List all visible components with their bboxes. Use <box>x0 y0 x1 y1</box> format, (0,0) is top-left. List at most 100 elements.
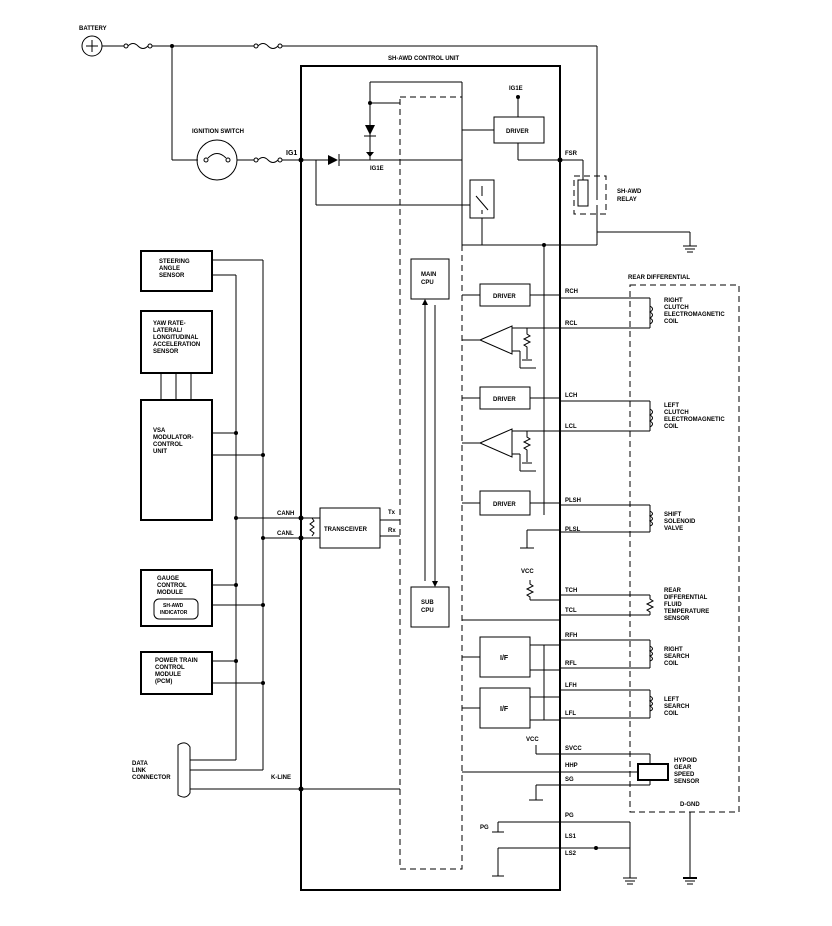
relay-label-line1: SH-AWD <box>617 189 642 195</box>
vsa-label3: CONTROL <box>153 442 183 448</box>
fsr-pin-label: FSR <box>565 151 578 157</box>
temp-sensor-label5: SENSOR <box>664 616 690 622</box>
pcm-label1: POWER TRAIN <box>155 658 198 664</box>
cpu-interlink-arrows <box>422 299 438 587</box>
pin-lfh: LFH <box>565 683 577 689</box>
pin-lfl: LFL <box>565 711 576 717</box>
rear-differential-boundary <box>629 284 740 813</box>
canl-label: CANL <box>277 531 294 537</box>
relay-label-line2: RELAY <box>617 197 637 203</box>
left-search-label3: COIL <box>664 711 679 717</box>
sub-cpu-label1: SUB <box>421 600 434 606</box>
pin-svcc: SVCC <box>565 746 582 752</box>
pin-rfh: RFH <box>565 633 577 639</box>
yaw-label4: ACCELERATION <box>153 342 200 348</box>
yaw-label1: YAW RATE- <box>153 321 186 327</box>
sub-cpu-label2: CPU <box>421 608 434 614</box>
driver-lch-label: DRIVER <box>493 397 516 403</box>
vsa-label2: MODULATOR- <box>153 435 193 441</box>
pcm-box <box>140 651 213 695</box>
dlc-label1: DATA <box>132 761 148 767</box>
if-left-label: I/F <box>500 706 509 713</box>
rear-differential-label: REAR DIFFERENTIAL <box>628 275 690 281</box>
left-clutch-label2: CLUTCH <box>664 410 689 416</box>
shift-valve-label2: SOLENOID <box>664 519 696 525</box>
left-clutch-label3: ELECTROMAGNETIC <box>664 417 725 423</box>
left-clutch-label4: COIL <box>664 424 679 430</box>
gauge-label1: GAUGE <box>157 576 179 582</box>
pin-hhp: HHP <box>565 763 578 769</box>
if-right-label: I/F <box>500 655 509 662</box>
yaw-to-vsa-wires <box>160 373 192 400</box>
pin-lch: LCH <box>565 393 577 399</box>
internal-relay-switch <box>469 179 495 245</box>
gauge-label2: CONTROL <box>157 583 187 589</box>
temp-sensor-label1: REAR <box>664 588 682 594</box>
dlc-label3: CONNECTOR <box>132 775 171 781</box>
right-search-label3: COIL <box>664 661 679 667</box>
ig1e-top-label: IG1E <box>509 86 523 92</box>
temp-sensor-label4: TEMPERATURE <box>664 609 709 615</box>
left-search-label2: SEARCH <box>664 704 689 710</box>
can-internal-wiring <box>298 515 400 792</box>
transceiver-box <box>319 507 381 549</box>
gauge-label3: MODULE <box>157 590 183 596</box>
vcc-tch-label: VCC <box>521 569 534 575</box>
yaw-label2: LATERAL/ <box>153 328 183 334</box>
pin-pg: PG <box>565 813 574 819</box>
shift-valve-label3: VALVE <box>664 526 683 532</box>
left-search-label1: LEFT <box>664 697 679 703</box>
pin-plsh: PLSH <box>565 498 581 504</box>
pin-rcl: RCL <box>565 321 578 327</box>
can-bus-wiring <box>190 259 301 790</box>
sh-awd-indicator-box <box>153 598 199 620</box>
pin-ls2: LS2 <box>565 851 577 857</box>
main-cpu-box <box>410 258 450 300</box>
pcm-label4: (PCM) <box>155 679 172 685</box>
vsa-label4: UNIT <box>153 449 167 455</box>
right-clutch-label4: COIL <box>664 319 679 325</box>
fsr-driver <box>493 95 563 163</box>
k-line-label: K-LINE <box>271 775 291 781</box>
vcc-svcc-label: VCC <box>526 737 539 743</box>
pin-rch: RCH <box>565 289 578 295</box>
sub-cpu-box <box>410 586 450 628</box>
canh-label: CANH <box>277 511 294 517</box>
temp-sensor-label3: FLUID <box>664 602 682 608</box>
tx-label: Tx <box>388 510 396 516</box>
vsa-label1: VSA <box>153 428 166 434</box>
temp-sensor-label2: DIFFERENTIAL <box>664 595 708 601</box>
right-clutch-label2: CLUTCH <box>664 305 689 311</box>
battery-symbol <box>81 35 103 57</box>
internal-power-wiring <box>298 81 494 245</box>
pin-tch: TCH <box>565 588 577 594</box>
speed-sensor-label3: SPEED <box>674 772 695 778</box>
right-side-circuits <box>462 243 560 877</box>
left-clutch-label1: LEFT <box>664 403 679 409</box>
pg-label: PG <box>480 825 489 831</box>
rx-label: Rx <box>388 528 396 534</box>
ignition-switch-label: IGNITION SWITCH <box>192 129 244 135</box>
steering-label2: ANGLE <box>159 266 180 272</box>
dlc-label2: LINK <box>132 768 147 774</box>
pin-lcl: LCL <box>565 424 577 430</box>
speed-sensor-label1: HYPOID <box>674 758 698 764</box>
steering-angle-sensor-box <box>140 250 213 292</box>
indicator-label1: SH-AWD <box>163 603 184 609</box>
pin-plsl: PLSL <box>565 527 581 533</box>
sh-awd-relay-symbol <box>462 159 697 253</box>
right-clutch-label1: RIGHT <box>664 298 683 304</box>
pin-tcl: TCL <box>565 608 577 614</box>
driver-top-label: DRIVER <box>506 129 529 135</box>
speed-sensor-label2: GEAR <box>674 765 692 771</box>
ig1-label: IG1 <box>286 150 297 157</box>
driver-rch-label: DRIVER <box>493 294 516 300</box>
speed-sensor-label4: SENSOR <box>674 779 700 785</box>
right-search-label1: RIGHT <box>664 647 683 653</box>
cpu-dashed-boundary <box>399 96 463 870</box>
steering-label1: STEERING <box>159 259 190 265</box>
pcm-label3: MODULE <box>155 672 181 678</box>
vsa-modulator-control-unit-box <box>140 399 213 521</box>
pin-sg: SG <box>565 777 574 783</box>
